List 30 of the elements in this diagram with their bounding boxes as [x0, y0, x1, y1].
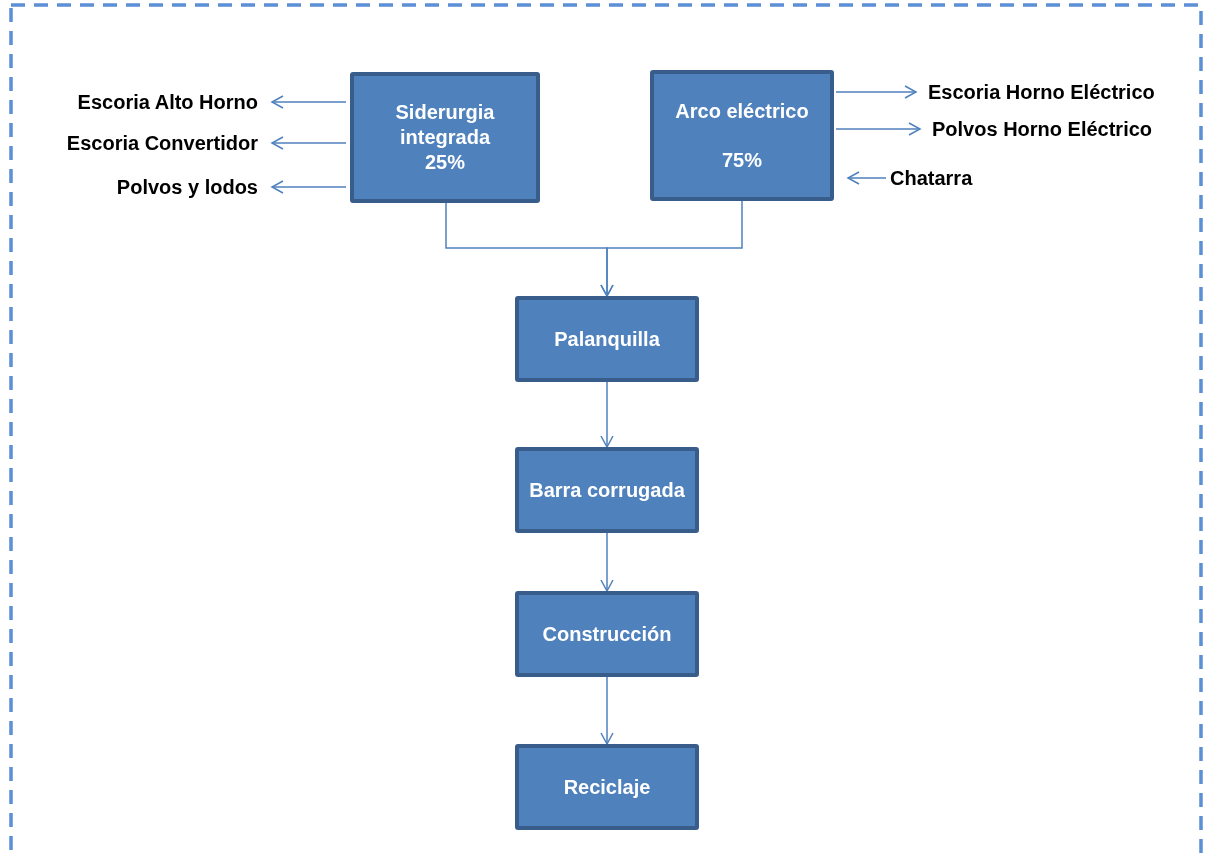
box-label: Siderurgia integrada [394, 100, 496, 150]
arrow [835, 85, 917, 99]
arrow [271, 95, 347, 109]
output-label: Polvos y lodos [116, 175, 258, 199]
process-box [650, 70, 834, 201]
process-box [350, 72, 540, 203]
output-label: Escoria Alto Horno [77, 90, 258, 114]
arrow [271, 136, 347, 150]
arrow [600, 676, 614, 745]
box-label: Reciclaje [563, 774, 651, 800]
box-label: Construcción [542, 621, 672, 647]
output-label: Polvos Horno Eléctrico [932, 117, 1153, 141]
process-box [515, 296, 699, 382]
process-box [515, 591, 699, 677]
output-label: Escoria Horno Eléctrico [928, 80, 1155, 104]
process-box [515, 744, 699, 830]
box-label: Barra corrugada [529, 477, 685, 503]
arrow [600, 381, 614, 448]
output-label: Chatarra [890, 166, 973, 190]
process-box [515, 447, 699, 533]
arrow [835, 122, 921, 136]
arrow [271, 180, 347, 194]
arrow [600, 532, 614, 592]
box-label: 25% [425, 150, 465, 175]
box-label: 75% [722, 147, 762, 173]
output-label: Escoria Convertidor [66, 131, 258, 155]
box-label: Palanquilla [554, 326, 660, 352]
box-label: Arco eléctrico [675, 98, 809, 124]
arrow [847, 171, 887, 185]
arrow [600, 200, 743, 297]
